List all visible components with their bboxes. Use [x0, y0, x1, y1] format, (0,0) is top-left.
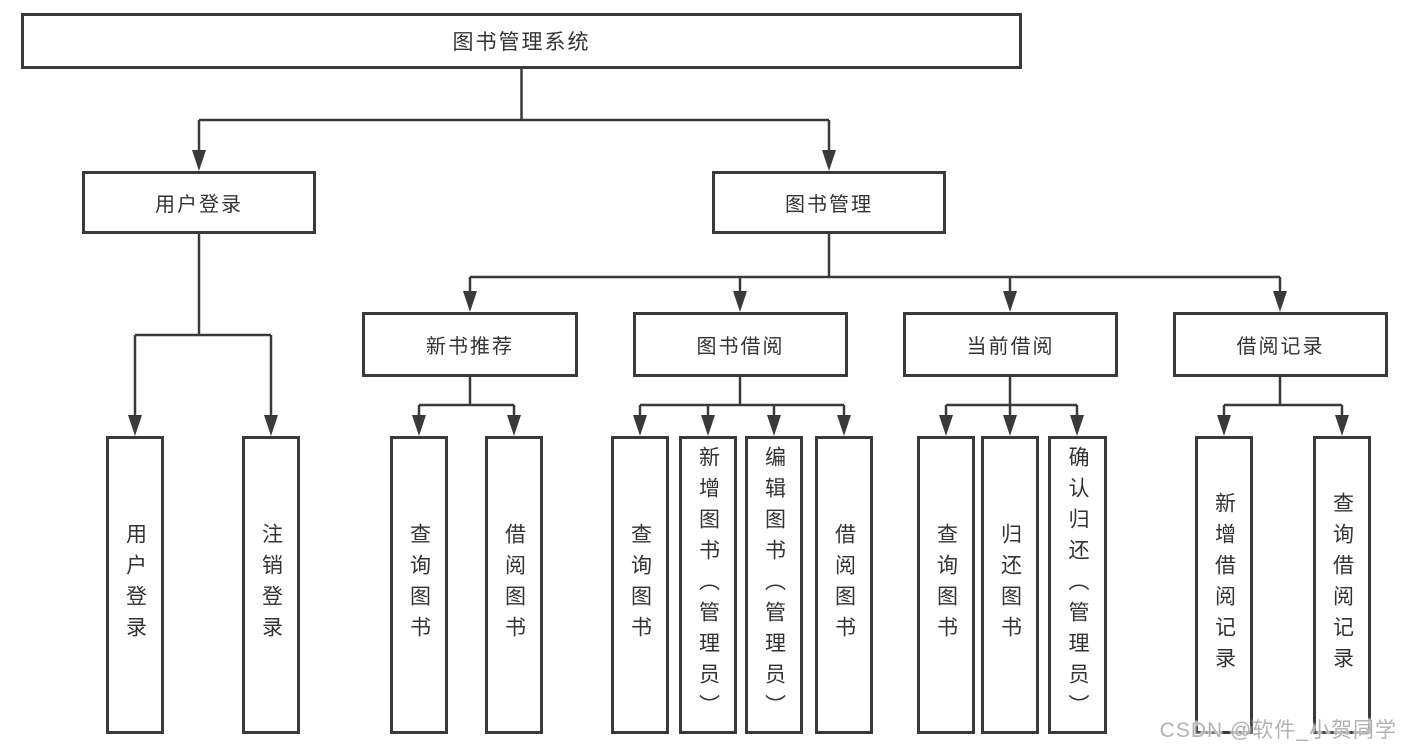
leaf-query-books-borrow: 查询图书	[611, 436, 669, 734]
watermark: CSDN @软件_小贺同学	[1159, 719, 1397, 742]
node-library-system: 图书管理系统	[21, 13, 1022, 69]
node-book-management: 图书管理	[712, 171, 946, 234]
leaf-logout: 注销登录	[242, 436, 300, 734]
leaf-add-borrow-record: 新增借阅记录	[1195, 436, 1253, 734]
leaf-borrow-books: 借阅图书	[815, 436, 873, 734]
leaf-user-login: 用户登录	[106, 436, 164, 734]
leaf-add-books-admin: 新增图书（管理员）	[679, 436, 737, 734]
leaf-query-books-current: 查询图书	[917, 436, 975, 734]
leaf-query-books-recommend: 查询图书	[390, 436, 448, 734]
node-user-login-branch: 用户登录	[82, 171, 316, 234]
node-borrowing-records: 借阅记录	[1173, 312, 1388, 377]
leaf-borrow-books-recommend: 借阅图书	[485, 436, 543, 734]
leaf-return-books: 归还图书	[981, 436, 1039, 734]
node-current-borrowing: 当前借阅	[903, 312, 1118, 377]
node-book-borrowing: 图书借阅	[633, 312, 848, 377]
leaf-edit-books-admin: 编辑图书（管理员）	[745, 436, 803, 734]
leaf-confirm-return-admin: 确认归还（管理员）	[1048, 436, 1107, 734]
leaf-query-borrow-record: 查询借阅记录	[1313, 436, 1371, 734]
node-new-book-recommendation: 新书推荐	[362, 312, 578, 377]
